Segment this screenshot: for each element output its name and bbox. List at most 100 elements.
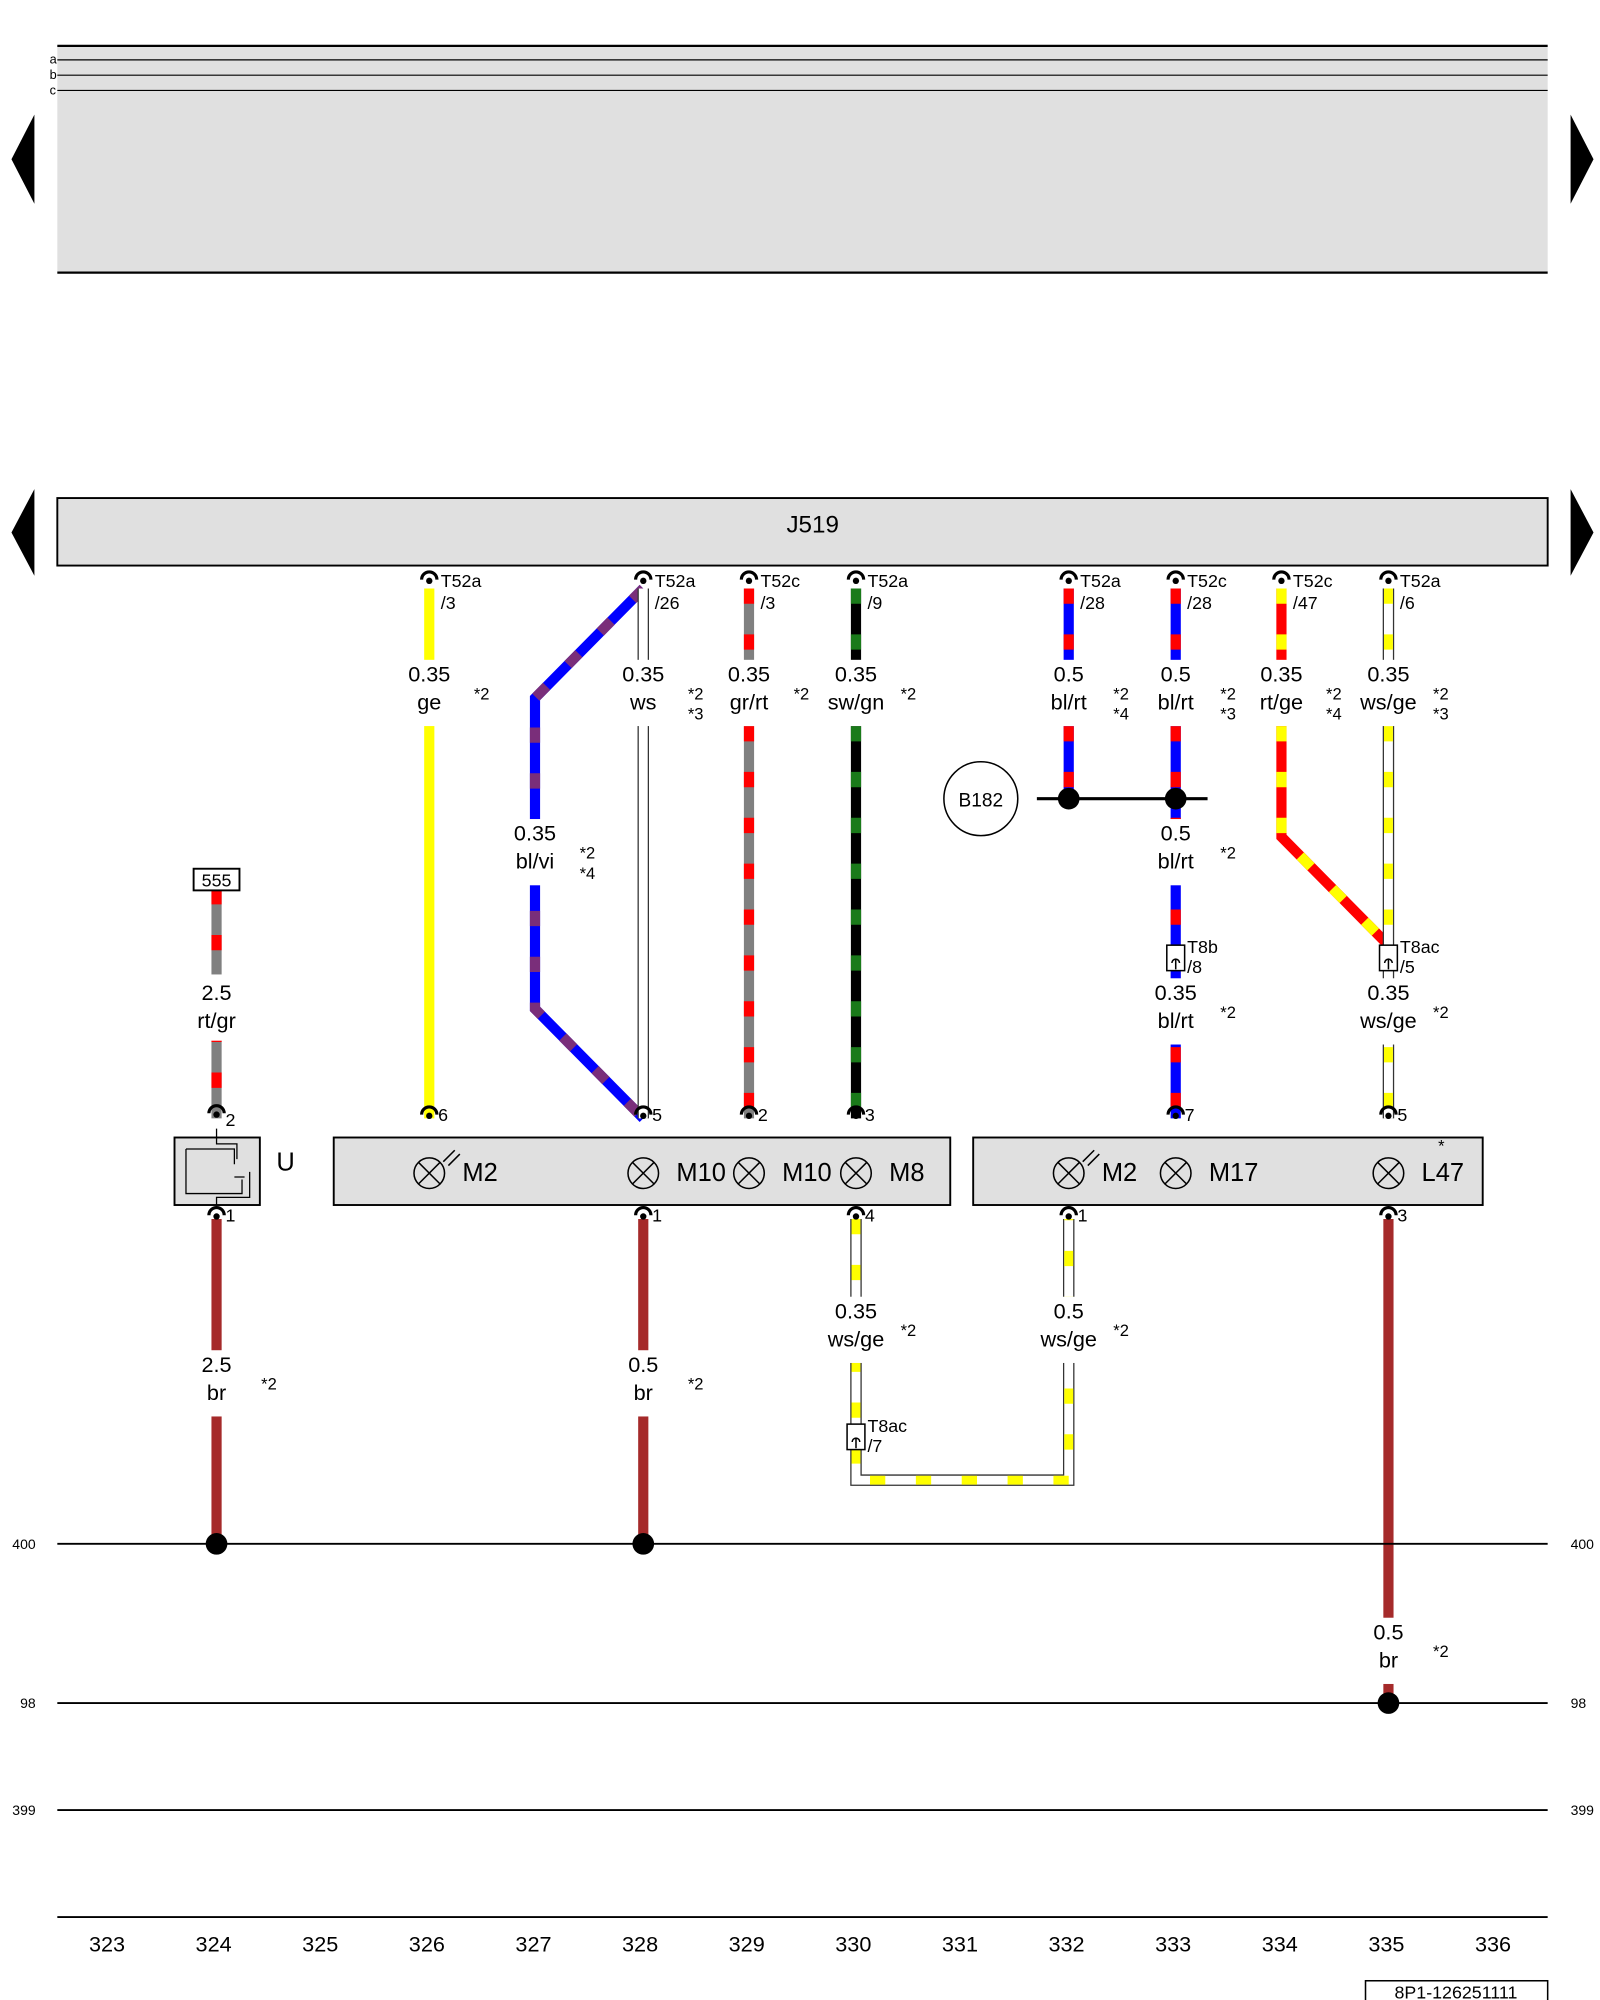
wire-color: bl/rt	[1158, 849, 1194, 874]
wire-note: *4	[1326, 705, 1342, 724]
label-gap	[812, 659, 900, 727]
pin: 1	[1059, 1206, 1088, 1226]
doc-number-box	[1364, 1979, 1549, 2000]
pin: 7	[1166, 1105, 1195, 1125]
grid-number: 333	[1155, 1931, 1191, 1956]
wire-color: bl/rt	[1158, 690, 1194, 715]
pin: 1	[207, 1206, 235, 1226]
grid-number: 328	[622, 1931, 658, 1956]
wire-note: *3	[1433, 705, 1449, 724]
wire-color: rt/ge	[1260, 690, 1303, 715]
wire-label-w_br1: 2.5br*2	[201, 1352, 276, 1405]
wire-size: 0.5	[628, 1352, 658, 1377]
ground-point-b182: B182	[943, 760, 1019, 837]
wire-size: 0.35	[1367, 661, 1409, 686]
control-unit-label: J519	[786, 511, 838, 538]
pin: 3	[1379, 1206, 1407, 1226]
wire-color: ws/ge	[1039, 1326, 1097, 1351]
wire-note: *2	[1220, 844, 1236, 863]
lamp-label: M10	[782, 1159, 832, 1187]
header-row-label: c	[50, 82, 57, 97]
label-gap	[599, 659, 687, 727]
lamp-icon: M10	[627, 1157, 726, 1190]
wire-size: 0.35	[835, 661, 877, 686]
connector-c3: T52c/3	[739, 570, 800, 613]
pin: 2	[739, 1105, 768, 1125]
wire-size: 0.35	[622, 661, 664, 686]
pin-number: 1	[225, 1206, 235, 1226]
wire-label-w_wsge4: 0.5ws/ge*2	[1039, 1298, 1129, 1351]
grid-number: 335	[1368, 1931, 1404, 1956]
label-gap	[599, 1350, 687, 1417]
grid-number: 326	[409, 1931, 445, 1956]
label-gap	[1132, 819, 1220, 886]
grid-number: 324	[196, 1931, 232, 1956]
pin: 4	[846, 1206, 875, 1226]
pin-number: 2	[758, 1105, 768, 1125]
label-gap	[1345, 659, 1432, 727]
wire-label-w_blrt1: 0.5bl/rt*2*4	[1051, 661, 1129, 723]
arrow-right-icon[interactable]	[1570, 114, 1594, 204]
wire-color: ws/ge	[1359, 690, 1417, 715]
wire-label-w_br3: 0.5br*2	[1373, 1619, 1448, 1672]
wire-label-w_blrt3: 0.5bl/rt*2	[1158, 821, 1236, 874]
pin-number: 5	[652, 1105, 662, 1125]
lamp-label: M8	[889, 1159, 924, 1187]
junction-dot	[632, 1533, 655, 1555]
lamp-icon: M10	[732, 1157, 832, 1190]
wire-color: sw/gn	[828, 690, 885, 715]
wire-size: 0.5	[1054, 661, 1084, 686]
bus-line-number: 400	[12, 1536, 36, 1552]
grid-number: 331	[942, 1931, 978, 1956]
wire-size: 0.35	[408, 661, 450, 686]
wire-color: br	[207, 1380, 226, 1405]
wire-color: bl/vi	[516, 849, 554, 874]
bus-line-number: 399	[12, 1802, 36, 1818]
connector-pin: /7	[867, 1436, 882, 1456]
connector-name: T52c	[1187, 571, 1227, 591]
lamp-label: M10	[676, 1159, 726, 1187]
connector-name: T8b	[1187, 937, 1218, 957]
connector-pin: /8	[1187, 957, 1202, 977]
connector-pin: /28	[1187, 593, 1212, 613]
wire-note: *2	[1433, 684, 1449, 703]
lamp-icon: M2	[413, 1149, 498, 1190]
connector-pin: /28	[1080, 593, 1105, 613]
junction-dot	[1057, 787, 1080, 810]
connector-c8: T52a/6	[1379, 570, 1441, 613]
grid-number: 325	[302, 1931, 338, 1956]
wire-size: 2.5	[201, 1352, 231, 1377]
fuse-555: 555	[192, 867, 241, 892]
arrow-right-icon[interactable]	[1570, 489, 1594, 576]
pin: 6	[420, 1105, 448, 1125]
lamp-icon: M2	[1052, 1149, 1137, 1190]
lamp-label: M17	[1209, 1159, 1259, 1187]
junction-dot	[1377, 1692, 1400, 1714]
wire-size: 0.35	[1367, 980, 1409, 1005]
lamp-label: M2	[1102, 1159, 1137, 1187]
connector-name: T52a	[1400, 571, 1441, 591]
wire-size: 0.35	[1155, 980, 1197, 1005]
relay-u: U	[173, 1128, 295, 1206]
connector-name: T52c	[760, 571, 800, 591]
label-gap	[1132, 978, 1220, 1045]
wire-note: *3	[688, 705, 704, 724]
grid-number: 334	[1262, 1931, 1298, 1956]
arrow-left-icon[interactable]	[11, 489, 35, 576]
pin-number: 1	[652, 1206, 662, 1226]
wire-note: *2	[1433, 1642, 1449, 1661]
junction-dot	[205, 1533, 228, 1555]
wire-color: bl/rt	[1158, 1008, 1194, 1033]
pin-number: 1	[1078, 1206, 1088, 1226]
grid-number: 327	[515, 1931, 551, 1956]
connector-name: T52c	[1293, 571, 1333, 591]
arrow-left-icon[interactable]	[11, 114, 35, 204]
wire-size: 0.35	[835, 1298, 877, 1323]
ground-point-label: B182	[959, 790, 1004, 811]
connector-c2: T52a/26	[634, 570, 695, 613]
